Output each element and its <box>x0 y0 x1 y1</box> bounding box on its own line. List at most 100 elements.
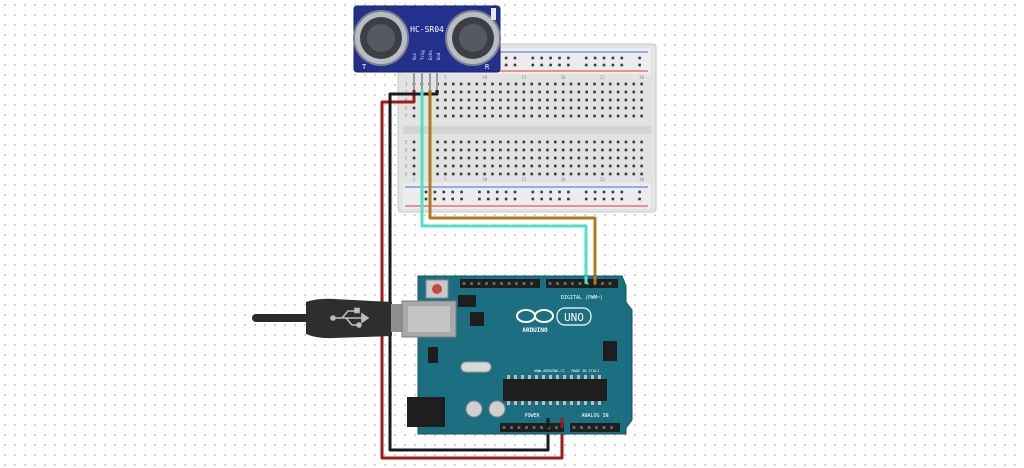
breadboard-hole <box>593 164 596 168</box>
rail-hole <box>549 190 552 194</box>
breadboard-hole <box>632 140 636 144</box>
rail-hole <box>620 190 624 194</box>
rail-hole <box>540 63 543 67</box>
capacitors <box>465 400 506 418</box>
breadboard-hole <box>530 106 534 110</box>
rail-hole <box>558 197 561 201</box>
rail-hole <box>540 197 543 201</box>
breadboard-hole <box>608 172 612 176</box>
rail-hole <box>558 63 561 67</box>
breadboard-hole <box>459 82 463 86</box>
rail-hole <box>602 63 606 67</box>
breadboard-hole <box>451 98 455 102</box>
breadboard-hole <box>554 90 557 94</box>
breadboard-hole <box>601 140 604 144</box>
breadboard-hole <box>585 156 588 160</box>
rail-hole <box>442 197 446 201</box>
column-number: 15 <box>521 177 526 182</box>
breadboard-hole <box>624 148 628 152</box>
breadboard-hole <box>514 106 518 110</box>
breadboard-hole <box>522 114 526 118</box>
breadboard-hole <box>530 140 534 144</box>
breadboard-hole <box>538 82 541 86</box>
breadboard-hole <box>561 82 565 86</box>
transducer-left <box>353 10 409 66</box>
breadboard-hole <box>569 82 573 86</box>
arduino-model-text: UNO <box>564 311 584 324</box>
breadboard-hole <box>514 140 518 144</box>
sensor-pin-labels: Vcc Trig Echo Gnd <box>412 50 441 60</box>
breadboard-hole <box>577 148 581 152</box>
breadboard-hole <box>632 106 636 110</box>
breadboard-hole <box>546 90 549 94</box>
breadboard-hole <box>483 82 486 86</box>
wires <box>380 90 597 460</box>
breadboard-hole <box>459 148 463 152</box>
breadboard-hole <box>436 164 439 168</box>
breadboard-hole <box>491 148 494 152</box>
sensor-pins <box>413 72 438 90</box>
breadboard-hole <box>640 140 643 144</box>
rail-hole <box>602 197 606 201</box>
breadboard-hole <box>640 172 643 176</box>
breadboard-hole <box>499 106 502 110</box>
rail-hole <box>611 190 615 194</box>
row-letter: I <box>405 90 408 95</box>
column-number: 30 <box>639 75 644 80</box>
breadboard-hole <box>585 164 588 168</box>
breadboard-hole <box>554 98 557 102</box>
gnd-wire <box>388 90 550 452</box>
breadboard-hole <box>522 148 526 152</box>
breadboard-hole <box>577 140 581 144</box>
breadboard-hole <box>444 140 447 144</box>
voltage-regulator <box>428 347 438 363</box>
breadboard-hole <box>585 98 588 102</box>
breadboard-hole <box>483 114 486 118</box>
breadboard-hole <box>506 164 510 168</box>
arduino-logo: ARDUINO <box>516 309 554 334</box>
icsp-header-small <box>458 295 476 307</box>
breadboard-hole <box>561 98 565 102</box>
breadboard-hole <box>506 90 510 94</box>
breadboard-hole <box>593 156 596 160</box>
chip-leg <box>521 375 524 379</box>
header-hole <box>555 426 558 429</box>
rail-hole <box>620 63 624 67</box>
header-hole <box>610 426 613 429</box>
breadboard-hole <box>616 140 620 144</box>
header-hole <box>578 282 582 285</box>
column-numbers: 115510101515202025253030 <box>413 75 645 182</box>
breadboard-hole <box>546 140 549 144</box>
rail-hole <box>567 190 570 194</box>
breadboard-hole <box>491 140 494 144</box>
breadboard-hole <box>546 172 549 176</box>
header-hole <box>540 426 543 429</box>
breadboard-hole <box>624 156 628 160</box>
breadboard-hole <box>522 140 526 144</box>
breadboard-hole <box>561 114 565 118</box>
rail-hole <box>531 63 535 67</box>
breadboard-hole <box>546 148 549 152</box>
chip-leg <box>528 375 531 379</box>
rail-hole <box>620 56 624 60</box>
breadboard-hole <box>538 106 541 110</box>
breadboard-hole <box>514 156 518 160</box>
breadboard-hole <box>640 164 643 168</box>
breadboard-hole <box>616 148 620 152</box>
rail-hole <box>424 190 428 194</box>
breadboard-hole <box>616 98 620 102</box>
breadboard-hole <box>436 140 439 144</box>
breadboard-hole <box>616 164 620 168</box>
rail-hole <box>593 56 597 60</box>
chip-leg <box>570 375 573 379</box>
rail-hole <box>460 197 463 201</box>
digital-header-right <box>546 279 618 288</box>
header-hole <box>548 282 552 285</box>
breadboard-hole <box>451 164 455 168</box>
breadboard-hole <box>561 90 565 94</box>
breadboard-hole <box>608 90 612 94</box>
rail-hole <box>478 190 481 194</box>
rail-hole <box>504 197 508 201</box>
